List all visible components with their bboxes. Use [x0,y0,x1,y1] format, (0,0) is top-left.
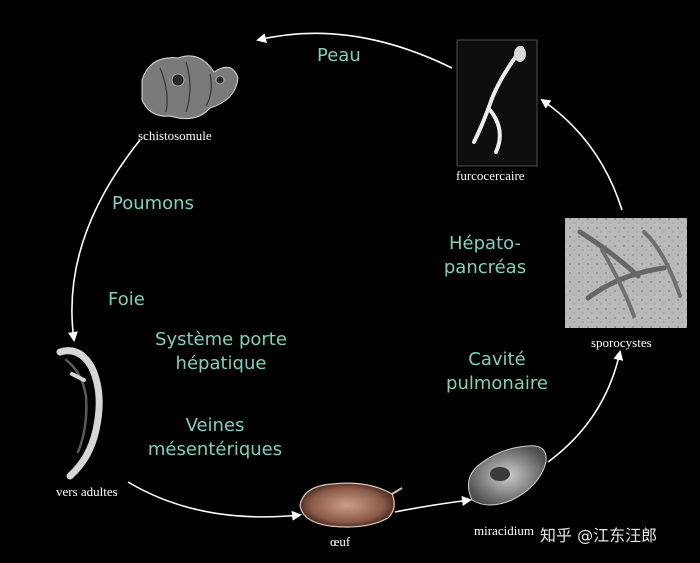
miracidium-image [468,446,546,505]
arrow-sporocystes-to-furcocercaire [542,100,622,210]
label-foie: Foie [108,288,145,312]
label-hepato-line2: pancréas [430,256,540,280]
label-veines-mesenteriques: Veines mésentériques [140,414,290,462]
label-systeme-porte-hepatique: Système porte hépatique [146,328,296,376]
label-veines-line2: mésentériques [140,438,290,462]
label-systeme-porte-line2: hépatique [146,352,296,376]
label-schistosomule: schistosomule [138,128,212,144]
oeuf-image [300,483,402,527]
sporocystes-image [565,218,687,328]
furcocercaire-image [457,40,537,166]
label-hepato-pancreas: Hépato- pancréas [430,232,540,280]
arrow-oeuf-to-miracidium [395,500,470,512]
label-poumons: Poumons [112,192,194,216]
label-veines-line1: Veines [140,414,290,438]
label-furcocercaire: furcocercaire [456,168,525,184]
label-sporocystes: sporocystes [591,335,652,351]
label-miracidium: miracidium [474,523,534,539]
arrow-vers-adultes-to-oeuf [128,482,300,517]
label-peau: Peau [317,44,361,68]
label-systeme-porte-line1: Système porte [146,328,296,352]
label-cavite-line1: Cavité [430,348,564,372]
vers-adultes-image [60,351,99,476]
label-cavite-pulmonaire: Cavité pulmonaire [430,348,564,396]
watermark-text: 知乎 @江东汪郎 [540,522,657,546]
label-hepato-line1: Hépato- [430,232,540,256]
schistosomule-image [142,56,238,119]
label-oeuf: œuf [330,534,350,550]
label-vers-adultes: vers adultes [56,484,118,500]
label-cavite-line2: pulmonaire [430,372,564,396]
